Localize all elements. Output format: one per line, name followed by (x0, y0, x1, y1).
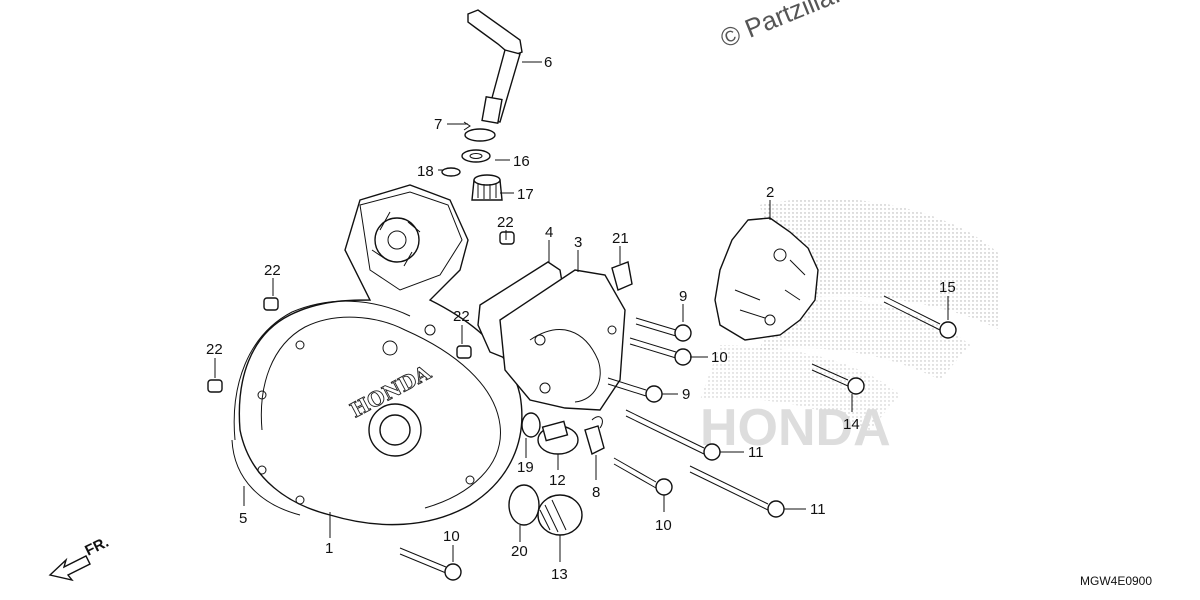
part-18-oring (441, 167, 461, 177)
part-22-dowel-pin-c (499, 231, 515, 245)
callout-7: 7 (434, 116, 442, 133)
background-wing-watermark: HONDA (700, 198, 1000, 457)
part-22-dowel-pin-d (456, 345, 472, 359)
background-emboss-text: HONDA (700, 399, 891, 457)
part-10-bolt-a (629, 337, 692, 366)
part-8-clamp (584, 416, 605, 456)
front-direction-indicator: FR. (48, 534, 111, 582)
callout-1: 1 (325, 540, 333, 557)
callout-19: 19 (517, 459, 534, 476)
part-22-dowel-pin-a (263, 297, 279, 311)
callout-labels: 6 7 16 18 17 2 3 4 21 22 22 22 22 5 1 9 … (206, 54, 956, 583)
callout-3: 3 (574, 234, 582, 251)
part-14-bolt (811, 363, 865, 395)
part-10-bolt-c (399, 547, 462, 581)
callout-17: 17 (517, 186, 534, 203)
callout-2: 2 (766, 184, 774, 201)
callout-9-a: 9 (679, 288, 687, 305)
part-7-clip (463, 121, 471, 131)
part-20-oring (508, 484, 540, 526)
part-6-lifter-rod (467, 9, 523, 125)
callout-9-b: 9 (682, 386, 690, 403)
part-12-plug (537, 420, 579, 455)
part-13-plug (537, 494, 583, 536)
part-16-washer (461, 128, 496, 163)
part-11-bolt-a (625, 409, 721, 461)
part-15-bolt (883, 295, 957, 339)
part-19-oring (521, 412, 541, 438)
callout-22-a: 22 (264, 262, 281, 279)
part-11-bolt-b (689, 465, 785, 518)
callout-8: 8 (592, 484, 600, 501)
callout-11-a: 11 (748, 444, 764, 461)
callout-11-b: 11 (810, 501, 826, 518)
callout-12: 12 (549, 472, 566, 489)
callout-22-c: 22 (497, 214, 514, 231)
callout-20: 20 (511, 543, 528, 560)
front-label: FR. (82, 534, 111, 560)
callout-4: 4 (545, 224, 553, 241)
leader-lines (214, 61, 949, 562)
callout-10-c: 10 (443, 528, 460, 545)
part-2-sprocket-cover (714, 217, 819, 341)
callout-13: 13 (551, 566, 568, 583)
callout-22-d: 22 (453, 308, 470, 325)
part-1-crankcase-cover: HONDA (238, 184, 523, 526)
callout-22-b: 22 (206, 341, 223, 358)
watermark-text: © Partzilla.com (716, 0, 890, 54)
part-21-clip (611, 261, 633, 291)
callout-16: 16 (513, 153, 530, 170)
callout-14: 14 (843, 416, 860, 433)
part-22-dowel-pin-b (207, 379, 223, 393)
callout-10-b: 10 (655, 517, 672, 534)
front-arrow-icon (48, 555, 91, 582)
callout-18: 18 (417, 163, 434, 180)
diagram-reference-code: MGW4E0900 (1080, 574, 1152, 588)
part-17-bearing (471, 174, 503, 201)
part-10-bolt-b (613, 457, 673, 496)
part-5-gasket (231, 300, 411, 516)
part-9-bolt-a (635, 317, 692, 342)
callout-10-a: 10 (711, 349, 728, 366)
callout-21: 21 (612, 230, 629, 247)
part-3-cover (499, 269, 626, 411)
callout-15: 15 (939, 279, 956, 296)
callout-5: 5 (239, 510, 247, 527)
callout-6: 6 (544, 54, 552, 71)
